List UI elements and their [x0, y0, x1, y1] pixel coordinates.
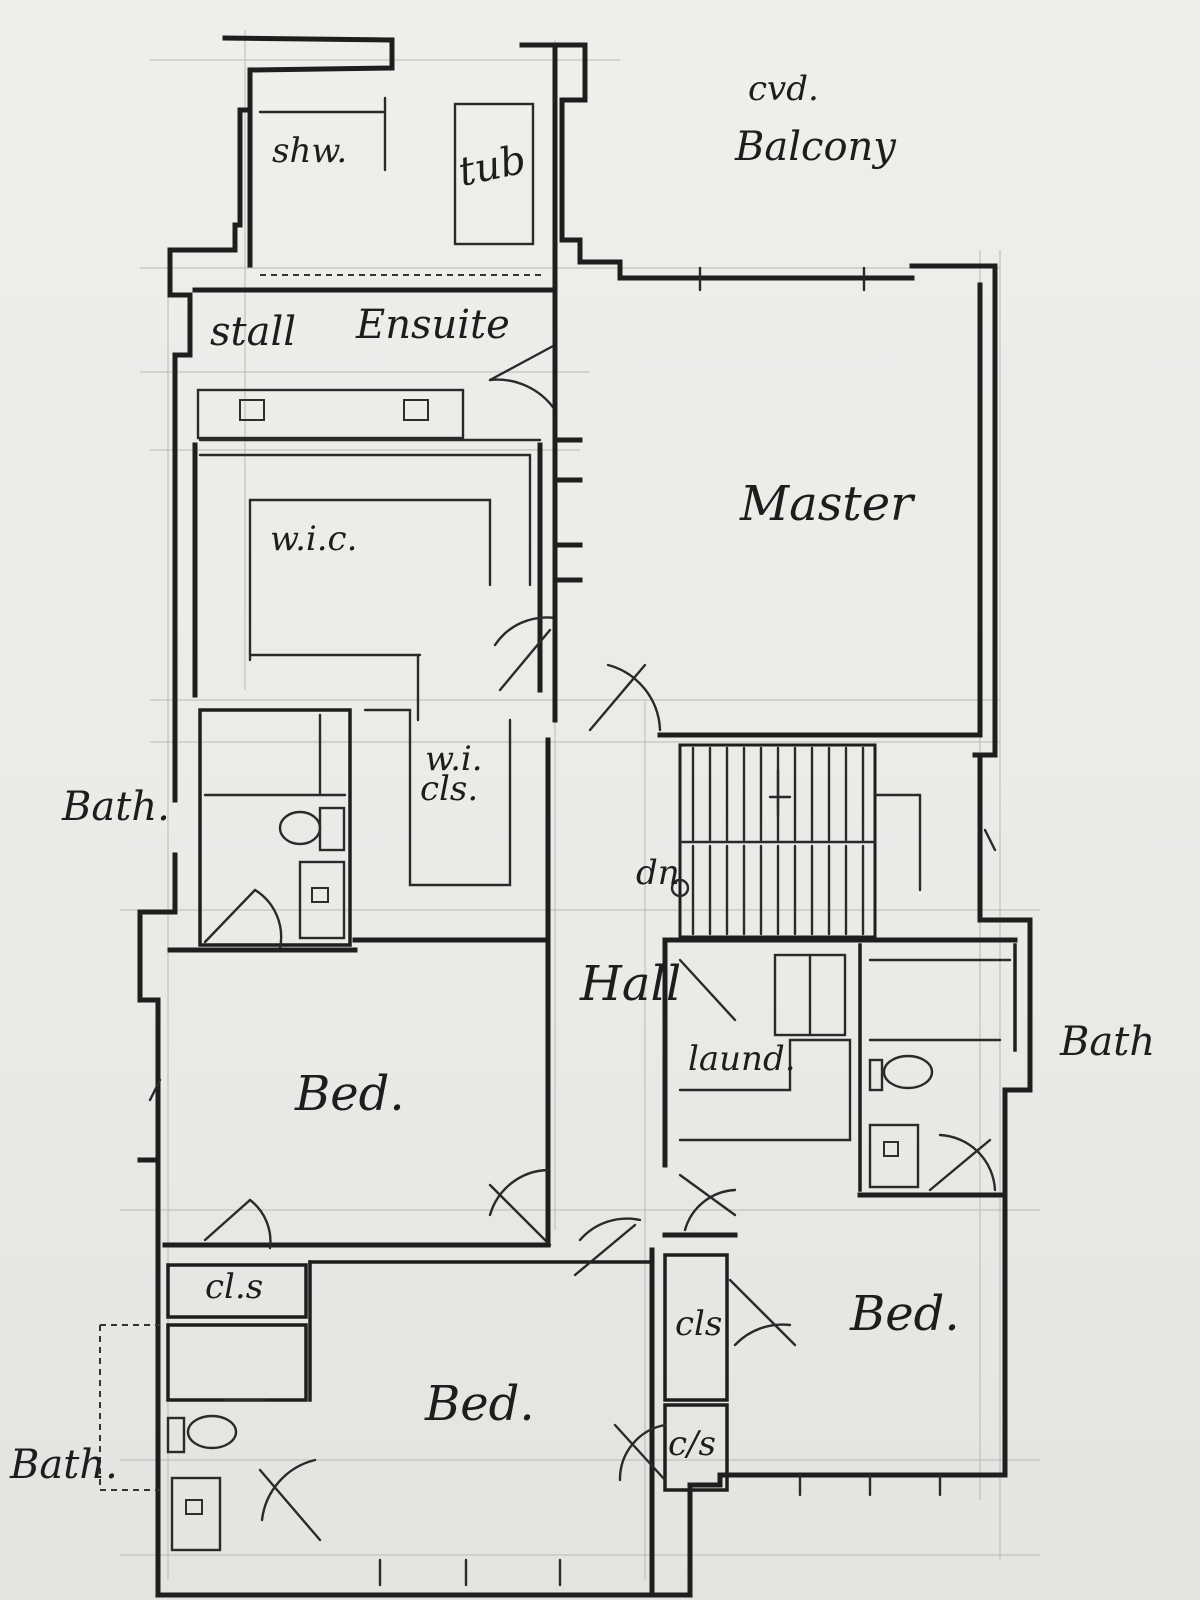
label-master: Master	[739, 476, 916, 532]
hall-lower	[573, 1173, 797, 1593]
walk-in-closet-2	[352, 708, 551, 1173]
label-laundry: laund.	[688, 1039, 796, 1079]
exterior-walls	[137, 35, 1033, 1598]
label-cls-2: cls	[675, 1304, 722, 1344]
label-bath-lower-left: Bath.	[9, 1442, 118, 1488]
label-bed-bottom: Bed.	[424, 1376, 535, 1432]
label-wic-1: w.i.c.	[270, 519, 357, 559]
label-dn: dn	[636, 853, 680, 893]
shower-tub-room	[247, 42, 558, 288]
ensuite	[192, 282, 558, 442]
label-wic-2: w.i.	[425, 739, 483, 779]
label-bed-left: Bed.	[294, 1066, 405, 1122]
label-cvd: cvd.	[748, 69, 819, 109]
label-shower: shw.	[272, 131, 347, 171]
walk-in-closet-1	[192, 437, 583, 722]
label-bed-right: Bed.	[849, 1286, 960, 1342]
stair	[670, 743, 922, 939]
label-cls-3: c/s	[668, 1424, 716, 1464]
label-tub: tub	[455, 137, 531, 196]
label-bath-right: Bath	[1059, 1019, 1155, 1065]
bath-upper-left	[198, 708, 352, 950]
label-bath-upper-left: Bath.	[61, 784, 170, 830]
label-wic-2-cls: cls.	[420, 769, 478, 809]
master-bedroom	[552, 282, 983, 738]
label-stall: stall	[210, 309, 296, 355]
room-labels: cvd. Balcony shw. tub stall Ensuite Mast…	[9, 69, 1155, 1488]
label-hall: Hall	[579, 956, 681, 1012]
label-balcony: Balcony	[734, 124, 897, 170]
lower-left-bath-closet	[99, 1198, 650, 1552]
laundry-and-bath-right	[662, 937, 1018, 1198]
label-cls-1: cl.s	[205, 1267, 263, 1307]
label-ensuite: Ensuite	[355, 302, 510, 348]
bed-left	[162, 947, 552, 1248]
window-marks	[148, 266, 997, 1587]
